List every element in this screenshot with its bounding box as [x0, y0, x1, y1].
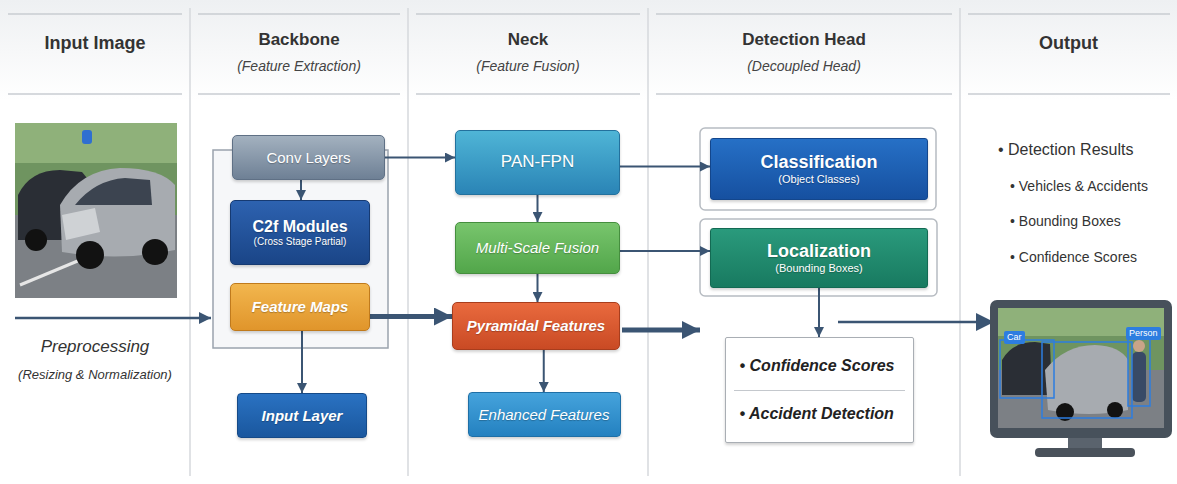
- process-box: Pyramidal Features: [452, 302, 620, 350]
- column-heading: Input Image: [0, 33, 190, 55]
- box-text: • Confidence Scores: [740, 356, 895, 375]
- input-photo: [15, 123, 177, 298]
- box-text: Enhanced Features: [479, 406, 610, 424]
- column-subheading: (Feature Extraction): [190, 58, 408, 75]
- box-text: Classification: [760, 152, 877, 174]
- box-text: Multi-Scale Fusion: [476, 239, 599, 257]
- box-text: Conv Layers: [266, 149, 350, 167]
- box-text: C2f Modules: [252, 217, 347, 236]
- flow-arrow: [537, 274, 539, 302]
- input-arrow: [15, 317, 211, 320]
- head-arrow: [622, 328, 700, 333]
- output-bullet: • Vehicles & Accidents: [1010, 178, 1148, 195]
- column-subheading: (Feature Fusion): [408, 58, 648, 75]
- monitor-illustration: [990, 300, 1172, 457]
- box-text: Input Layer: [262, 407, 343, 425]
- class-frame: [700, 128, 936, 210]
- header-band: [0, 0, 1177, 100]
- head-box: Localization(Bounding Boxes): [710, 228, 928, 288]
- flow-arrow: [300, 180, 302, 200]
- flow-arrow: [543, 350, 545, 392]
- process-box: Input Layer: [237, 393, 367, 438]
- box-text: Localization: [767, 241, 871, 263]
- detection-tag: Person: [1126, 327, 1161, 340]
- flow-arrow: [818, 288, 820, 337]
- column-separators: [190, 8, 960, 476]
- flow-arrow: [620, 166, 710, 168]
- output-bullet: • Detection Results: [998, 140, 1133, 159]
- box-text: Feature Maps: [252, 298, 349, 316]
- column-subheading: (Decoupled Head): [648, 58, 960, 75]
- column-heading: Backbone: [190, 30, 408, 50]
- header-rules: [8, 14, 1170, 94]
- box-text: Pyramidal Features: [467, 317, 605, 335]
- divider: [734, 390, 905, 391]
- process-box: C2f Modules(Cross Stage Partial): [230, 200, 370, 265]
- flow-arrow: [370, 314, 452, 319]
- output-bullet: • Bounding Boxes: [1010, 213, 1121, 230]
- step-label: Preprocessing: [0, 337, 190, 357]
- process-box: Enhanced Features: [468, 392, 621, 437]
- loc-frame: [700, 219, 937, 296]
- box-text: (Bounding Boxes): [775, 262, 862, 275]
- process-box: Multi-Scale Fusion: [455, 222, 620, 274]
- column-heading: Neck: [408, 30, 648, 50]
- box-text: (Object Classes): [778, 173, 859, 186]
- column-heading: Detection Head: [648, 30, 960, 50]
- head-box: Classification(Object Classes): [710, 138, 928, 200]
- column-heading: Output: [960, 33, 1177, 55]
- box-text: (Cross Stage Partial): [254, 236, 347, 248]
- box-text: • Accident Detection: [740, 404, 894, 423]
- output-bullet: • Confidence Scores: [1010, 249, 1137, 266]
- step-note: (Resizing & Normalization): [0, 367, 190, 383]
- flow-arrow: [537, 195, 539, 222]
- list-box: • Confidence Scores • Accident Detection: [725, 337, 914, 443]
- process-box: PAN-FPN: [455, 130, 620, 195]
- process-box: Feature Maps: [230, 283, 370, 331]
- process-box: Conv Layers: [232, 135, 385, 180]
- box-text: PAN-FPN: [501, 152, 574, 172]
- flow-arrow: [620, 250, 710, 252]
- detection-tag: Car: [1004, 331, 1025, 344]
- flow-arrow: [301, 331, 303, 393]
- output-arrow: [838, 321, 994, 324]
- flow-arrow: [385, 157, 455, 159]
